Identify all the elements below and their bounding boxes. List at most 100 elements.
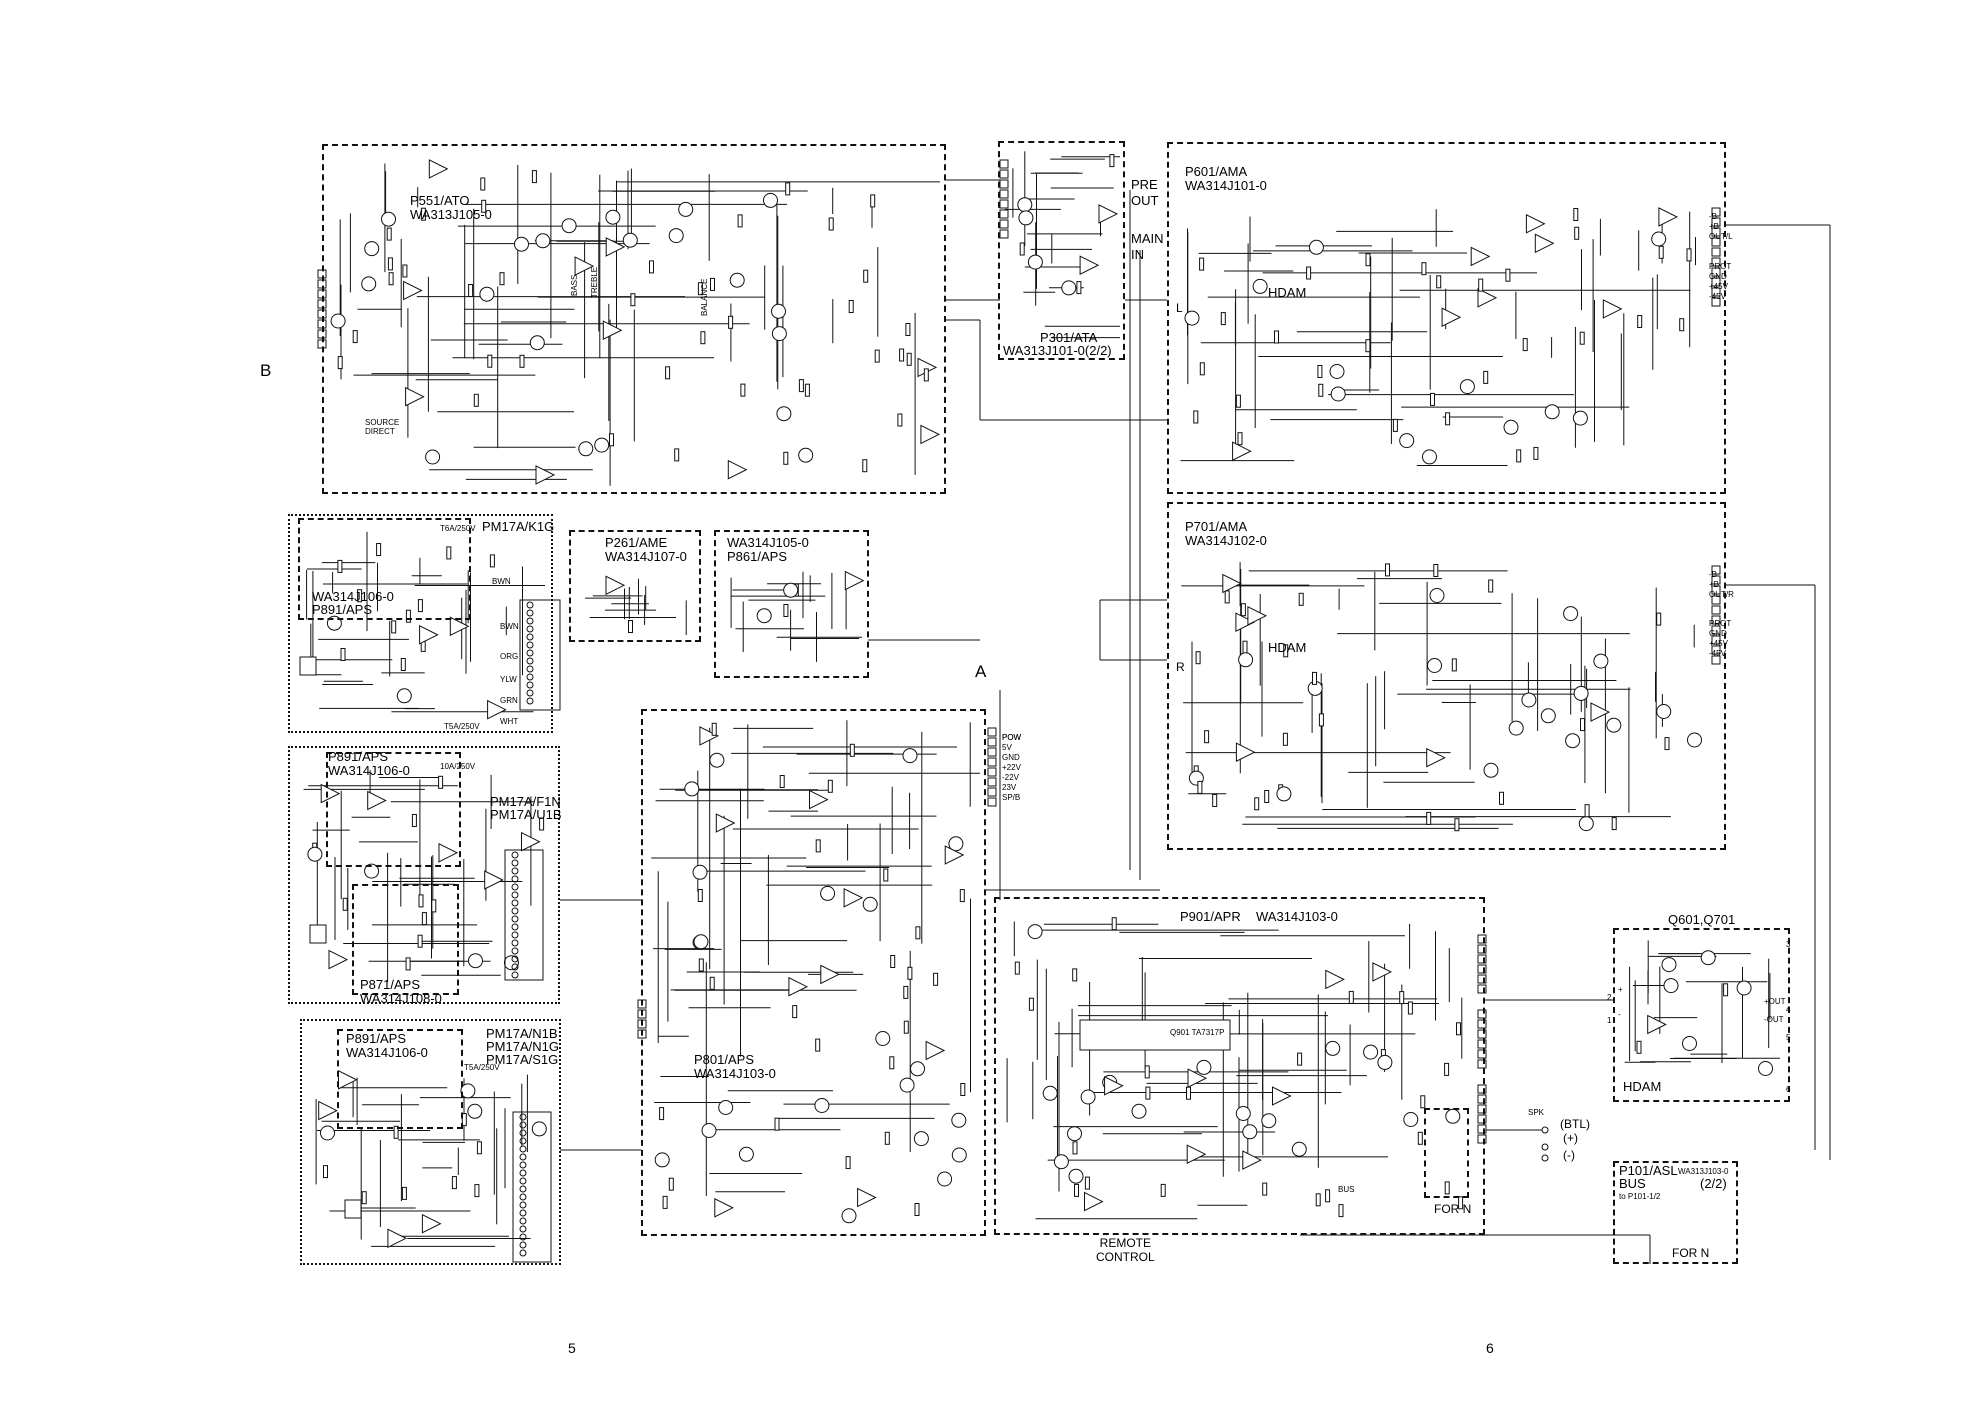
coil-turn [511, 907, 519, 915]
resistor-symbol [1392, 418, 1398, 432]
resistor-symbol [804, 383, 810, 397]
coil-turn [526, 601, 534, 609]
transistor-symbol [951, 1147, 967, 1163]
transistor-symbol [425, 449, 441, 465]
resistor-symbol [1312, 671, 1317, 685]
n1b-model-3: PM17A/S1G [486, 1052, 559, 1067]
transistor-symbol [1593, 653, 1609, 669]
opamp-symbol [1104, 1075, 1124, 1096]
resistor-symbol [1656, 612, 1662, 626]
p901-code: WA314J103-0 [1256, 909, 1338, 924]
connector-pin [1711, 645, 1721, 655]
coil-turn [511, 915, 519, 923]
transistor-symbol [578, 441, 594, 457]
resistor-symbol [779, 775, 785, 788]
resistor-symbol [1426, 811, 1432, 825]
p901-for-n-label: FOR N [1434, 1202, 1472, 1216]
k1g-board: P891/APS [312, 602, 372, 617]
opamp-symbol [1325, 969, 1345, 990]
resistor-symbol [352, 330, 358, 344]
connector-pin [1477, 1029, 1487, 1039]
transistor-symbol [307, 846, 323, 862]
resistor-symbol [1483, 370, 1489, 384]
resistor-symbol [474, 1184, 480, 1198]
transistor-symbol [654, 1152, 670, 1168]
transistor-symbol [320, 1125, 335, 1141]
transistor-symbol [1656, 704, 1672, 719]
p601-rail-gnd: GND [1709, 272, 1727, 281]
resistor-symbol [1235, 394, 1241, 408]
transistor-symbol [1067, 1126, 1082, 1142]
p701-code: WA314J102-0 [1185, 533, 1267, 548]
k1g-group-outline [288, 514, 553, 733]
resistor-symbol [914, 1203, 920, 1216]
f1n-board: P891/APS [328, 749, 388, 764]
transistor-symbol [605, 209, 621, 225]
transistor-symbol [1563, 606, 1579, 622]
opamp-symbol [328, 949, 349, 970]
coil-turn [519, 1137, 527, 1145]
transistor-symbol [1329, 364, 1345, 379]
opamp-symbol [1477, 287, 1498, 308]
n1b-code: WA314J106-0 [346, 1045, 428, 1060]
resistor-symbol [890, 955, 896, 968]
opamp-symbol [714, 1197, 734, 1218]
p101-bus: BUS [1619, 1176, 1646, 1191]
resistor-symbol [1282, 732, 1288, 746]
resistor-symbol [1522, 338, 1528, 352]
p801-title: P801/APS [694, 1052, 754, 1067]
coil-turn [526, 673, 534, 681]
resistor-symbol [1074, 1183, 1079, 1197]
opamp-symbol [857, 1187, 877, 1208]
transistor-symbol [1325, 1040, 1341, 1056]
transistor-symbol [529, 335, 545, 351]
transistor-symbol [622, 232, 638, 248]
mains-plug-symbol [299, 656, 317, 676]
connector-pin [1711, 615, 1721, 625]
opamp-symbol [727, 459, 748, 480]
connector-pin [999, 189, 1009, 199]
transistor-symbol [1682, 1036, 1697, 1051]
resistor-symbol [1488, 579, 1494, 593]
coil-turn [519, 1185, 527, 1193]
pow-label: POW [1002, 733, 1022, 742]
transistor-symbol [1252, 278, 1268, 294]
opamp-symbol [487, 699, 507, 720]
transistor-symbol [1544, 404, 1560, 420]
resistor-symbol [1317, 365, 1323, 378]
resistor-symbol [1109, 154, 1115, 168]
transistor-symbol [1027, 924, 1043, 940]
f1n-fuse-label: 10A/250V [440, 762, 476, 771]
opamp-symbol [521, 831, 541, 852]
p801-rail-22p: +22V [1002, 763, 1021, 772]
resistor-symbol [405, 609, 411, 623]
marker-a: A [975, 662, 987, 681]
n1b-fuse-label: T5A/250V [464, 1063, 500, 1072]
transistor-symbol [1261, 1113, 1277, 1129]
resistor-symbol [884, 1131, 890, 1145]
for-n-box-p901 [1424, 1108, 1469, 1198]
wire-color-bwn-2: BWN [500, 622, 519, 631]
opamp-symbol [484, 870, 504, 890]
connector-pin [987, 737, 997, 747]
transistor-symbol [1042, 1085, 1058, 1101]
connector-pin [987, 727, 997, 737]
transistor-symbol [1758, 1061, 1773, 1076]
opamp-symbol [1187, 1068, 1208, 1089]
coil-turn [511, 867, 519, 875]
transistor-symbol [1459, 379, 1475, 395]
connector-pin [1711, 217, 1721, 227]
opamp-symbol [1658, 207, 1679, 227]
transistor-symbol [1661, 957, 1677, 973]
opamp-symbol [605, 575, 626, 596]
resistor-symbol [411, 814, 417, 827]
transistor-symbol [1184, 310, 1200, 326]
p101-part: (2/2) [1700, 1176, 1727, 1191]
p801-rail-gnd: GND [1002, 753, 1020, 762]
connector-pin [987, 787, 997, 797]
connector-pin [1711, 227, 1721, 237]
resistor-symbol [1436, 275, 1442, 289]
connector-pin [1477, 1124, 1487, 1134]
resistor-symbol [889, 1056, 895, 1070]
treble-label: TREBLE [590, 266, 599, 298]
